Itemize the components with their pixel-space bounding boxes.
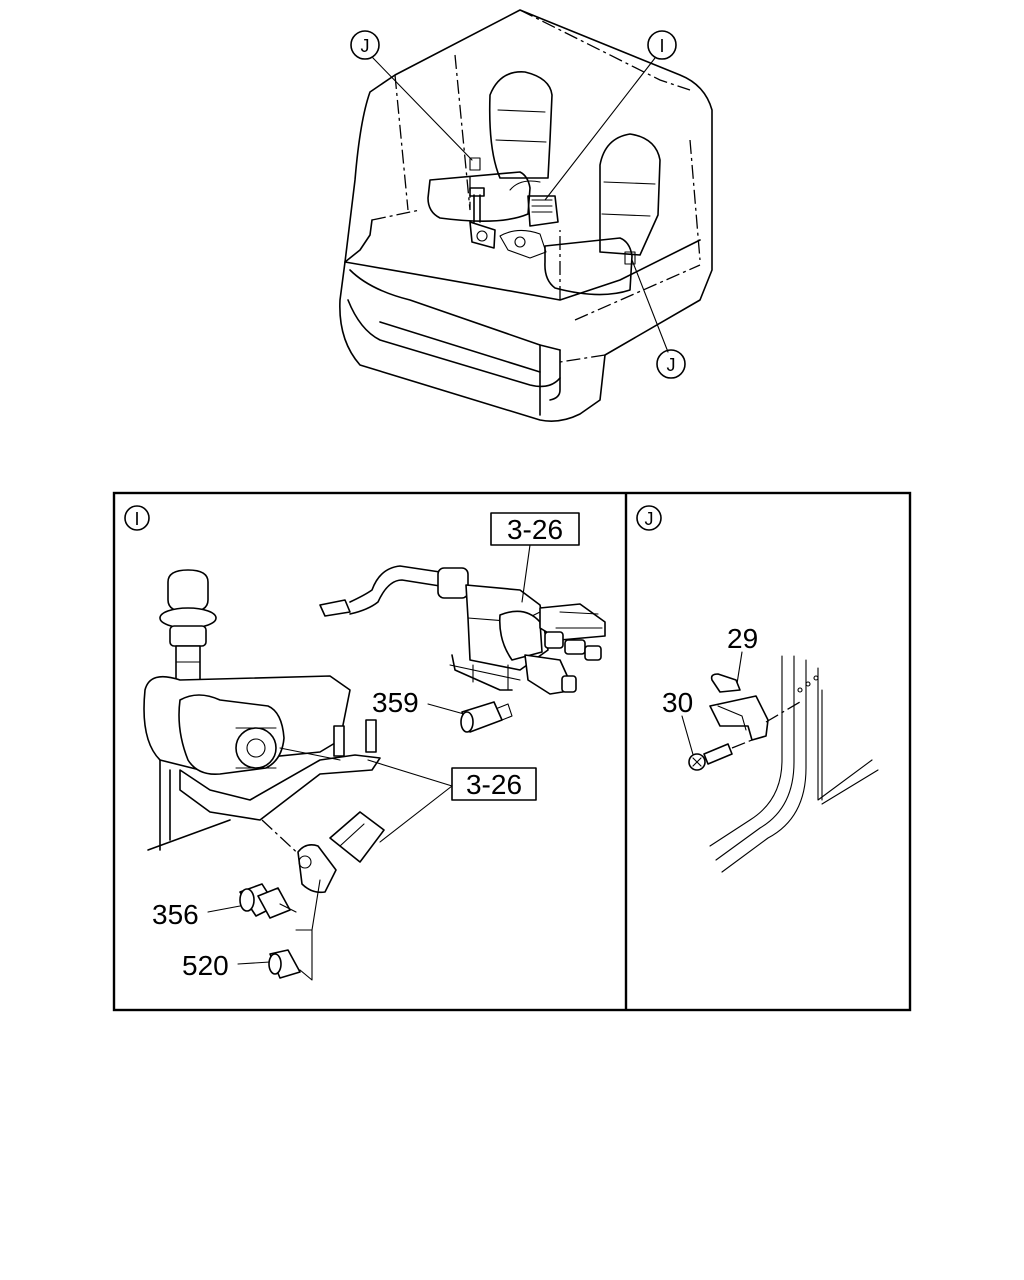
- cab-overview: J I J: [339, 9, 713, 422]
- svg-text:J: J: [667, 355, 676, 375]
- callout-j-bottom-right: J: [656, 349, 686, 379]
- svg-text:J: J: [361, 36, 370, 56]
- part-29: 29: [709, 623, 801, 741]
- svg-text:520: 520: [182, 950, 229, 981]
- part-520: 520: [182, 949, 301, 981]
- callout-j-top-left: J: [350, 30, 380, 60]
- control-valve-assembly: [319, 565, 606, 695]
- svg-text:356: 356: [152, 899, 199, 930]
- svg-text:30: 30: [662, 687, 693, 718]
- panel-i-badge: I: [124, 505, 150, 531]
- panel-i: I 3-26: [124, 505, 606, 981]
- svg-text:3-26: 3-26: [507, 514, 563, 545]
- detail-frame: [112, 491, 912, 1012]
- svg-text:J: J: [645, 509, 654, 529]
- ref-box-3-26-upper: 3-26: [490, 512, 580, 603]
- svg-text:3-26: 3-26: [466, 769, 522, 800]
- part-356: 356: [152, 883, 297, 930]
- part-30: 30: [662, 687, 753, 771]
- panel-j-badge: J: [636, 505, 662, 531]
- actuator-assembly: [143, 569, 381, 861]
- part-359: 359: [372, 687, 513, 733]
- sensor-connector: [297, 811, 385, 894]
- callout-i-top: I: [647, 30, 677, 60]
- panel-j: J 29 30: [636, 505, 879, 873]
- svg-text:359: 359: [372, 687, 419, 718]
- svg-text:29: 29: [727, 623, 758, 654]
- svg-text:I: I: [134, 509, 139, 529]
- ref-box-3-26-lower: 3-26: [367, 759, 537, 843]
- svg-text:I: I: [659, 36, 664, 56]
